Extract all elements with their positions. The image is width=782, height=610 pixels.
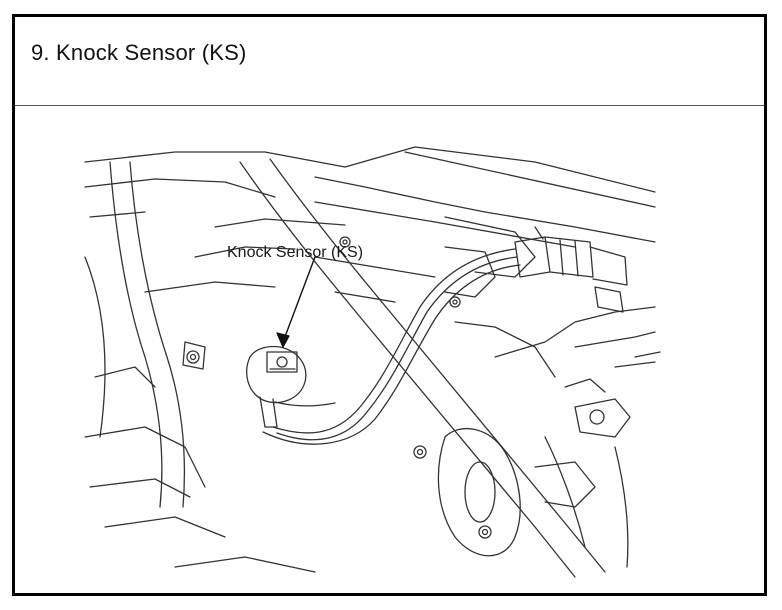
page-title: 9. Knock Sensor (KS): [31, 40, 247, 65]
mounting-bolts: [339, 236, 461, 308]
engine-body-outline: [84, 146, 656, 378]
engine-illustration: Knock Sensor (KS): [15, 107, 764, 593]
harness-connector: [514, 226, 628, 313]
knock-sensor-label: Knock Sensor (KS): [227, 244, 363, 261]
title-bar: 9. Knock Sensor (KS): [15, 17, 764, 106]
knock-sensor-body: [246, 345, 336, 428]
main-hose: [239, 158, 606, 578]
engine-drawing: Knock Sensor (KS): [84, 146, 661, 578]
diagram-frame: 9. Knock Sensor (KS): [12, 14, 767, 596]
callout-leader: [276, 256, 316, 348]
left-structure: [84, 161, 316, 573]
sensor-wire-harness: [262, 248, 521, 445]
lower-right-assembly: [413, 351, 661, 568]
